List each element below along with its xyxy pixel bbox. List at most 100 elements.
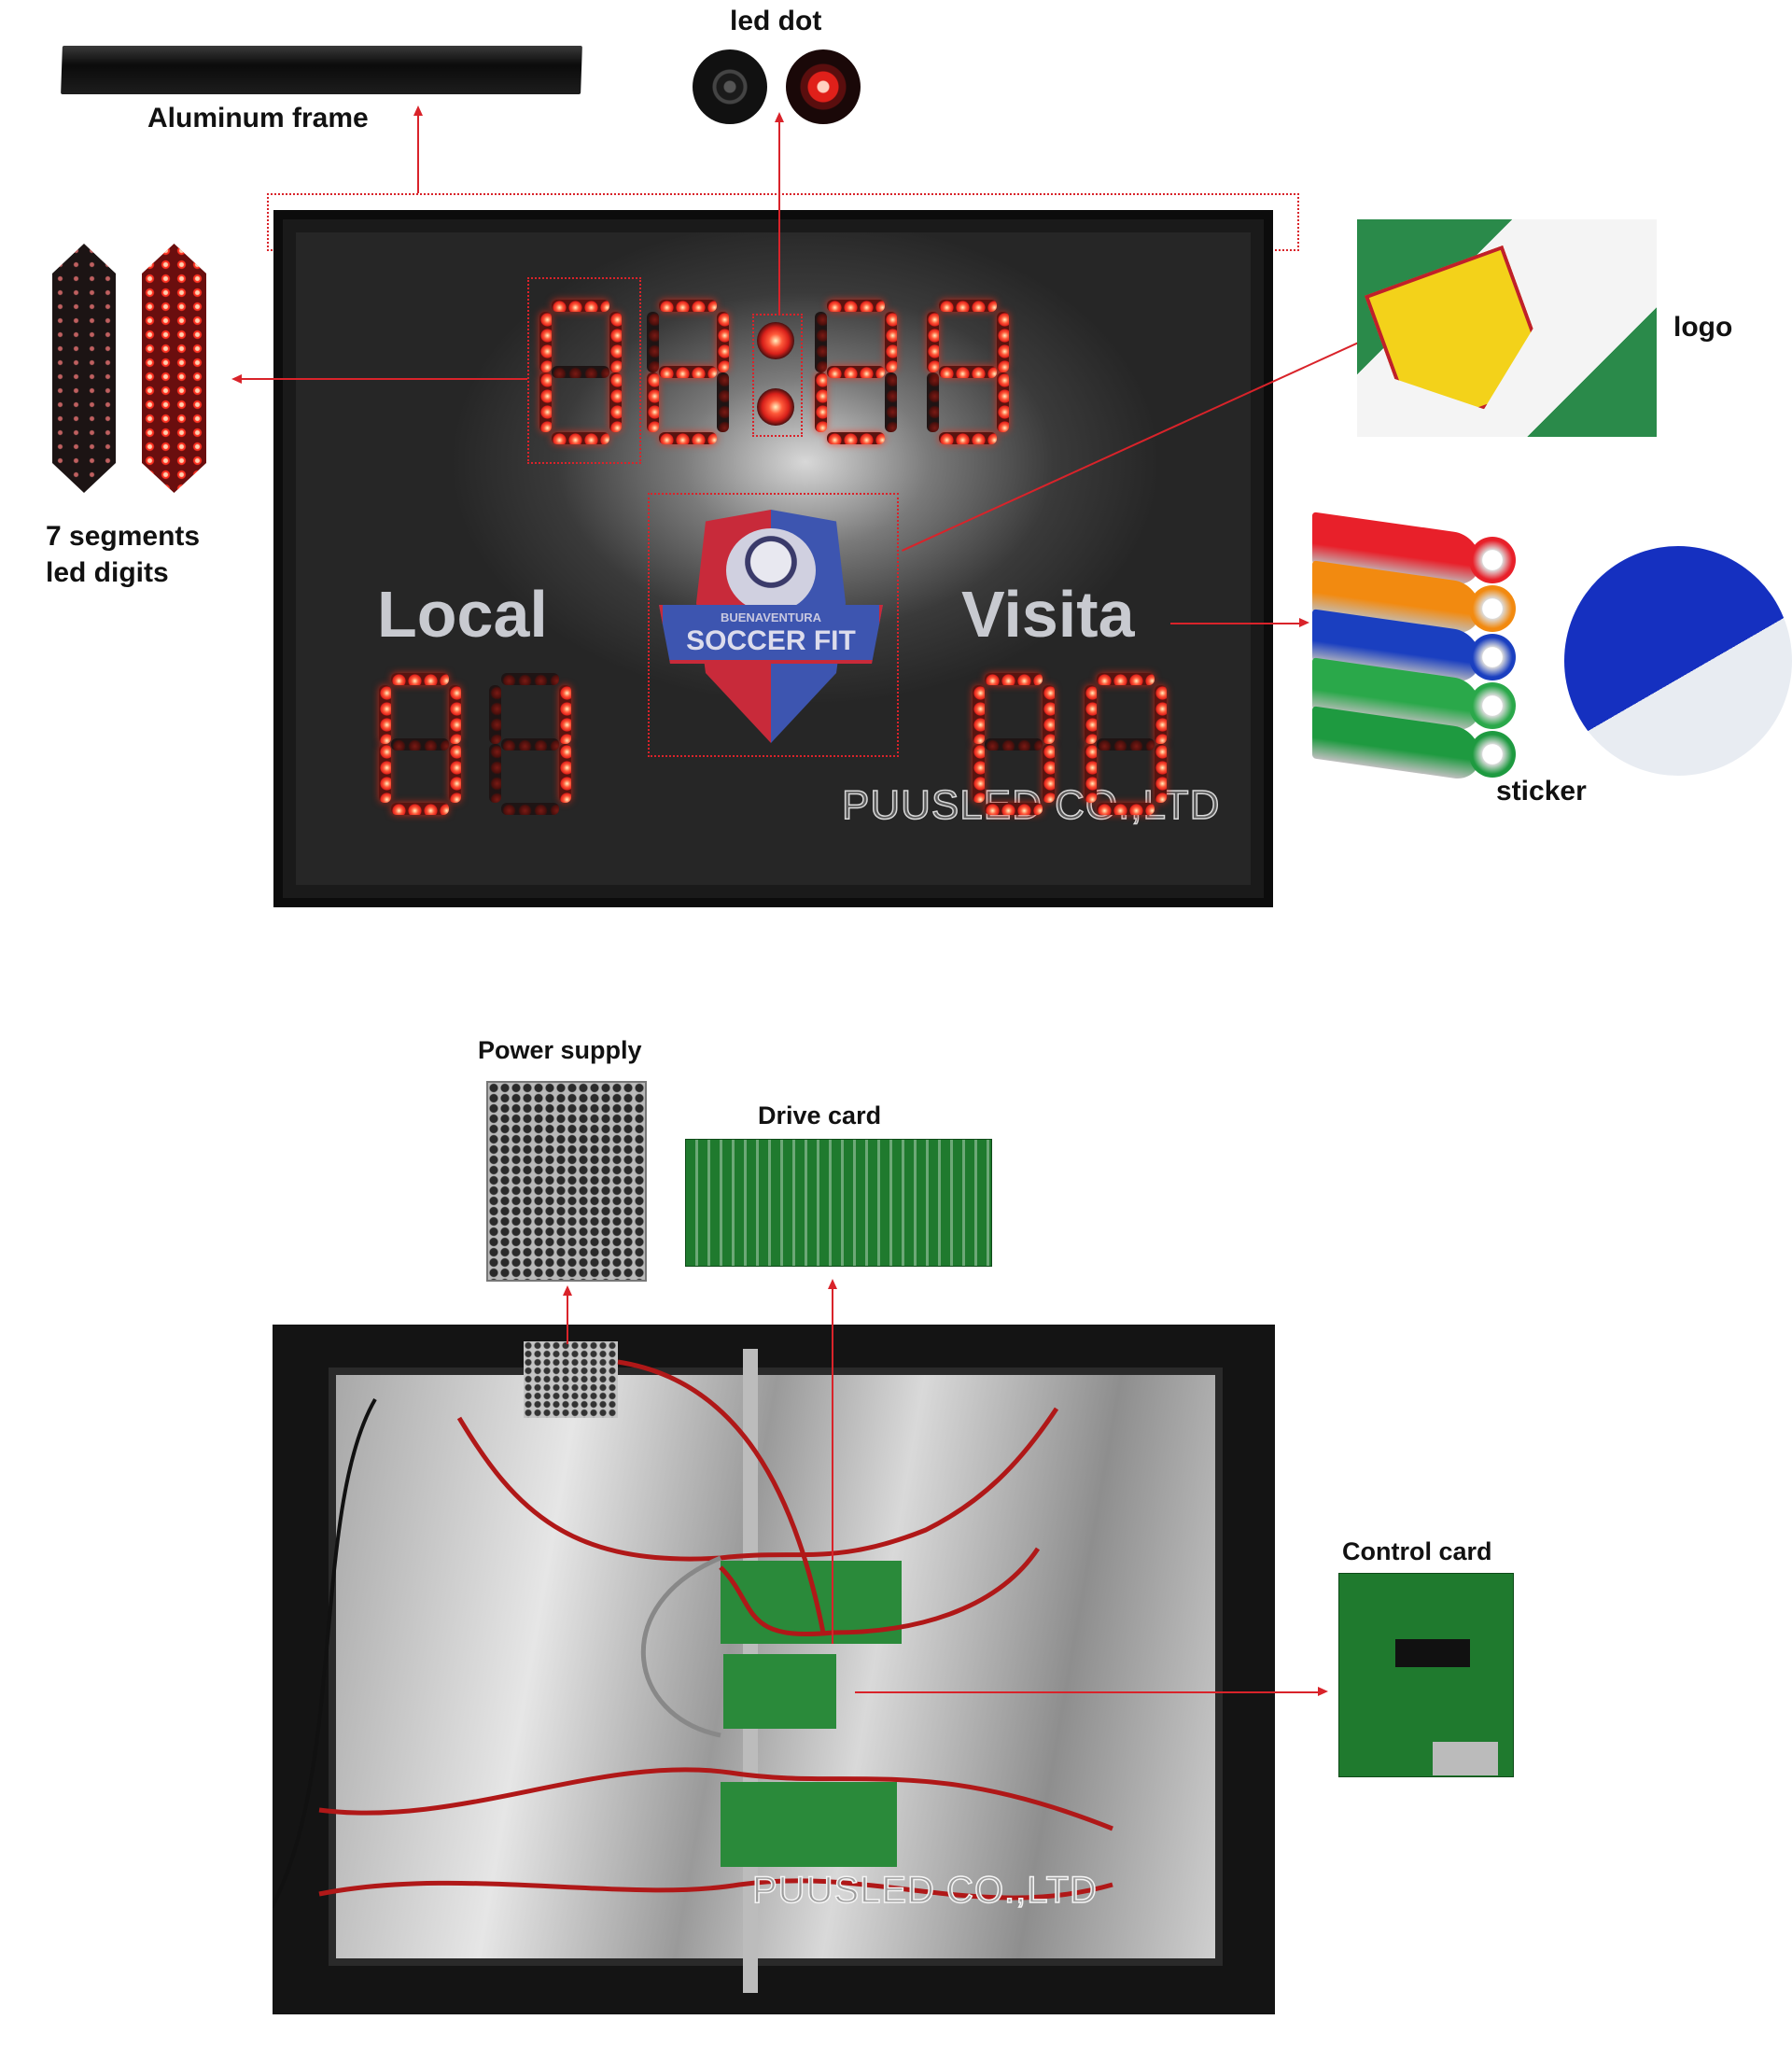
power-supply-arrow xyxy=(567,1295,568,1344)
led-dot-arrow-head xyxy=(775,112,784,122)
sticker-peel-photo xyxy=(1564,546,1792,776)
internal-drive-card-2 xyxy=(721,1782,897,1867)
segment-d xyxy=(552,432,609,444)
wire-main xyxy=(617,1359,826,1634)
sticker-roll-end xyxy=(1469,682,1516,729)
wire-grey-cable xyxy=(640,1555,721,1738)
seven-segments-label-line1: 7 segments xyxy=(46,521,201,552)
wire-mid-bundle xyxy=(719,1547,1041,1636)
frame-arrow-head xyxy=(413,105,423,116)
segment-b xyxy=(609,312,622,372)
segment-e xyxy=(539,372,552,432)
control-card-arrow-head xyxy=(1318,1687,1328,1696)
segment-g xyxy=(939,366,997,378)
segment-a xyxy=(939,300,997,312)
segment-b xyxy=(449,685,461,744)
segment-a xyxy=(391,673,449,685)
segment-b xyxy=(717,312,729,372)
segment-f xyxy=(815,312,827,372)
segment-d xyxy=(391,803,449,815)
seven-segment-digit xyxy=(489,673,571,815)
segment-f xyxy=(973,685,985,744)
segment-g xyxy=(552,366,609,378)
sticker-arrow-head xyxy=(1299,618,1309,627)
seven-segment-digit xyxy=(1085,673,1167,815)
sticker-roll-end xyxy=(1469,537,1516,583)
segment-d xyxy=(985,803,1043,815)
segment-e xyxy=(973,744,985,803)
segment-f xyxy=(489,685,501,744)
power-supply-label: Power supply xyxy=(478,1036,642,1064)
drive-card-photo xyxy=(685,1139,992,1267)
control-card-photo xyxy=(1338,1573,1514,1777)
seven-segment-digit xyxy=(539,300,622,444)
segment-d xyxy=(939,432,997,444)
segment-g xyxy=(827,366,885,378)
segment-c xyxy=(1155,744,1167,803)
seven-segment-digit xyxy=(973,673,1055,815)
aluminum-frame-image xyxy=(61,46,582,94)
away-team-label: Visita xyxy=(961,578,1135,651)
segment-d xyxy=(827,432,885,444)
segment-e xyxy=(815,372,827,432)
seven-segment-digit xyxy=(815,300,897,444)
colon-dot-bottom xyxy=(757,388,794,426)
led-dot-on-image xyxy=(786,49,861,124)
soccer-ball-icon xyxy=(726,528,816,612)
segment-b xyxy=(997,312,1009,372)
segment-f xyxy=(379,685,391,744)
segment-b xyxy=(1043,685,1055,744)
segment-a xyxy=(1097,673,1155,685)
segment-a xyxy=(659,300,717,312)
segment-e xyxy=(1085,744,1097,803)
team-logo-crest: BUENAVENTURA SOCCER FIT xyxy=(659,510,883,743)
segment-g xyxy=(1097,737,1155,750)
segment-c xyxy=(609,372,622,432)
segment-d xyxy=(1097,803,1155,815)
control-card-label: Control card xyxy=(1342,1537,1492,1565)
control-card-connector xyxy=(1433,1742,1498,1775)
sticker-roll-end xyxy=(1469,731,1516,778)
segment-b xyxy=(1155,685,1167,744)
seven-segment-lit-image xyxy=(142,244,206,493)
segment-e xyxy=(489,744,501,803)
segment-c xyxy=(997,372,1009,432)
segment-d xyxy=(501,803,559,815)
segment-c xyxy=(717,372,729,432)
seven-segments-label-line2: led digits xyxy=(46,557,169,588)
sticker-roll-end xyxy=(1469,585,1516,632)
digit-highlight-box xyxy=(527,277,641,464)
segment-f xyxy=(1085,685,1097,744)
segment-arrow-head xyxy=(231,374,242,384)
wire-top-bundle xyxy=(456,1407,1059,1562)
segment-b xyxy=(885,312,897,372)
back-watermark: PUUSLED CO.,LTD xyxy=(751,1869,1098,1912)
sticker-label: sticker xyxy=(1496,776,1587,807)
segment-c xyxy=(559,744,571,803)
segment-d xyxy=(659,432,717,444)
segment-a xyxy=(827,300,885,312)
segment-c xyxy=(1043,744,1055,803)
sticker-arrow xyxy=(1170,623,1301,624)
wire-black-cable xyxy=(273,1397,377,1910)
crest-text-top: BUENAVENTURA xyxy=(720,610,822,624)
wiring-harness xyxy=(273,1359,1113,1910)
internal-control-card xyxy=(723,1654,836,1729)
segment-g xyxy=(659,366,717,378)
sticker-rolls-photo xyxy=(1312,512,1538,789)
seven-segment-digit xyxy=(927,300,1009,444)
drive-card-arrow-head xyxy=(828,1279,837,1289)
internal-power-supply xyxy=(524,1341,618,1418)
seven-segment-digit xyxy=(647,300,729,444)
wire-bottom-bundle xyxy=(318,1878,1113,1901)
segment-f xyxy=(927,312,939,372)
segment-a xyxy=(985,673,1043,685)
colon-highlight-box xyxy=(752,314,803,437)
crest-text-main: SOCCER FIT xyxy=(686,625,856,656)
control-card-chip xyxy=(1395,1639,1470,1667)
segment-c xyxy=(449,744,461,803)
home-team-label: Local xyxy=(377,578,548,651)
segment-e xyxy=(379,744,391,803)
power-supply-photo xyxy=(486,1081,647,1282)
logo-sticker-photo xyxy=(1357,219,1657,437)
